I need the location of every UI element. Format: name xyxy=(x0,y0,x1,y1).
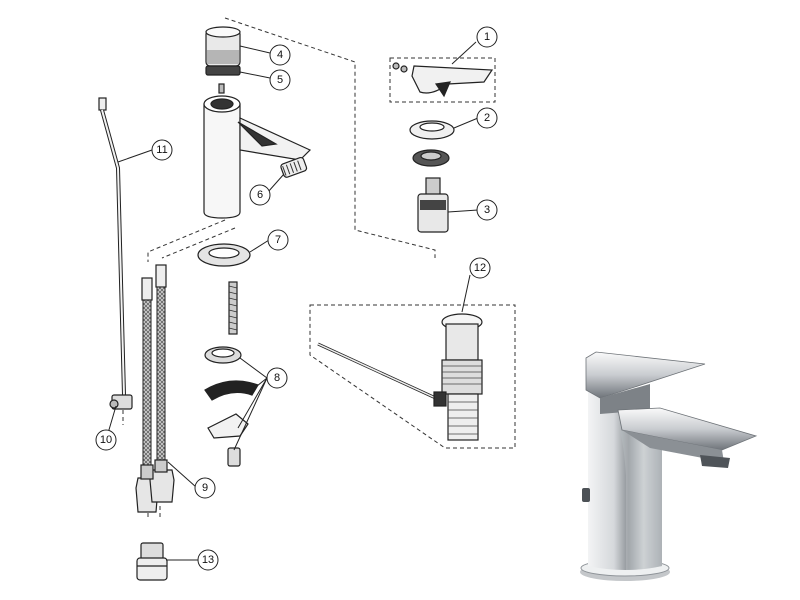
svg-text:4: 4 xyxy=(277,49,283,61)
svg-text:5: 5 xyxy=(277,74,283,86)
adapter-part xyxy=(136,542,168,581)
svg-text:13: 13 xyxy=(202,554,214,566)
callout-3: 3 xyxy=(476,199,498,221)
callout-9: 9 xyxy=(194,477,216,499)
flexible-hoses-part xyxy=(135,264,175,513)
base-gasket-part xyxy=(197,243,251,267)
callout-12: 12 xyxy=(469,257,491,279)
callout-leaders xyxy=(105,41,479,561)
svg-text:8: 8 xyxy=(274,372,280,384)
callout-13: 13 xyxy=(197,549,219,571)
fixing-set-part xyxy=(204,346,259,467)
callout-5: 5 xyxy=(269,69,291,91)
callout-1: 1 xyxy=(476,26,498,48)
rod-clip-part xyxy=(109,394,133,410)
popup-waste-part xyxy=(317,313,483,441)
svg-text:10: 10 xyxy=(100,434,112,446)
cartridge-part xyxy=(417,177,449,233)
faucet-body-part xyxy=(203,95,312,219)
lift-rod-part xyxy=(98,97,126,396)
callout-7: 7 xyxy=(267,229,289,251)
svg-text:6: 6 xyxy=(257,189,263,201)
handle-part xyxy=(392,62,494,98)
assembly-dashed-lines xyxy=(122,17,516,520)
callout-4: 4 xyxy=(269,44,291,66)
callout-10: 10 xyxy=(95,429,117,451)
callout-8: 8 xyxy=(266,367,288,389)
svg-text:7: 7 xyxy=(275,234,281,246)
callout-2: 2 xyxy=(476,107,498,129)
threaded-rod-part xyxy=(228,281,238,335)
svg-text:3: 3 xyxy=(484,204,490,216)
svg-text:2: 2 xyxy=(484,112,490,124)
svg-text:1: 1 xyxy=(484,31,490,43)
svg-text:9: 9 xyxy=(202,482,208,494)
aerator-part xyxy=(280,156,308,178)
faucet-product-photo xyxy=(580,351,758,581)
cover-ring-part xyxy=(409,120,455,167)
svg-text:12: 12 xyxy=(474,262,486,274)
svg-text:11: 11 xyxy=(156,144,167,156)
top-cartridge-part xyxy=(205,26,241,94)
callout-6: 6 xyxy=(249,184,271,206)
callout-11: 11 xyxy=(151,139,173,161)
